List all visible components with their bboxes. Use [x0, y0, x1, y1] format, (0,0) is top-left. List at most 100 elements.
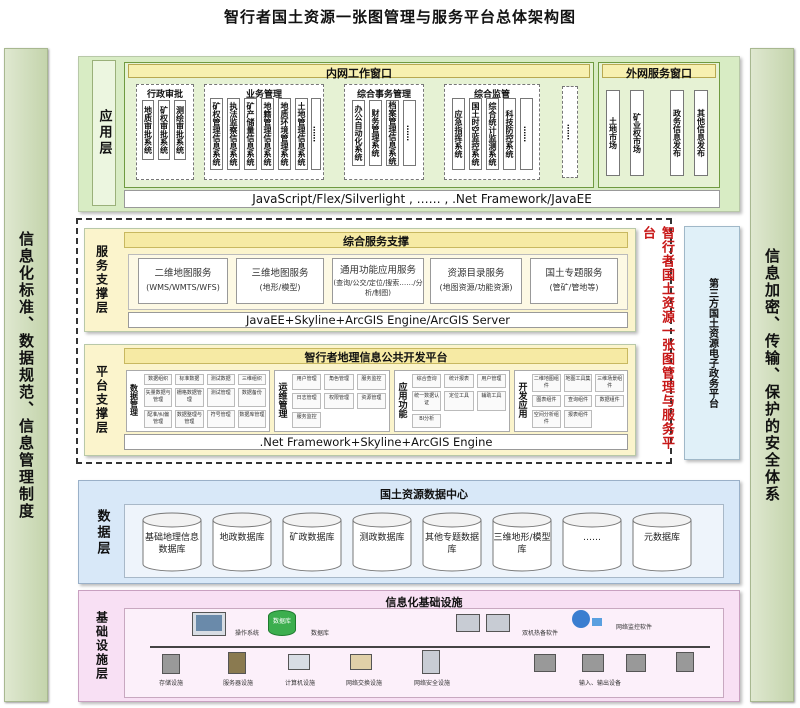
app-system-item[interactable]: 科技防控系统 [503, 98, 516, 170]
app-system-item[interactable]: 国土时空监控系统 [469, 98, 482, 170]
app-system-item[interactable]: 执法监察信息系统 [227, 98, 240, 170]
database-label: 元数据库 [643, 533, 680, 543]
platform-cell[interactable]: 辅助工具 [476, 390, 506, 412]
service-general-functions[interactable]: 通用功能应用服务 (查询/公交/定位/搜索……/分析/制图) [332, 258, 424, 304]
platform-cell[interactable]: 二维地图组件 [532, 374, 561, 393]
database-label: 矿政数据库 [289, 533, 335, 543]
computer-icon [288, 654, 310, 670]
platform-cell[interactable]: BI分析 [412, 414, 442, 428]
platform-cell[interactable]: 测试数据 [206, 374, 235, 386]
network-bus-line [150, 646, 710, 648]
service-3d-map[interactable]: 三维地图服务 (地形/模型) [236, 258, 324, 304]
screen-icon [196, 615, 222, 631]
platform-cell[interactable]: 数据组件 [595, 395, 624, 407]
app-system-more: …… [403, 100, 416, 166]
platform-cell[interactable]: 综合查询 [412, 374, 442, 388]
infra-ha-label: 双机热备软件 [521, 630, 558, 637]
platform-cell[interactable]: 查询组件 [563, 395, 593, 407]
database-cylinder[interactable]: 测政数据库 [352, 512, 412, 572]
left-standards-bar: 信息化标准、数据规范、信息管理制度 [4, 48, 48, 702]
database-cylinder[interactable]: 元数据库 [632, 512, 692, 572]
app-system-item[interactable]: 矿权管理信息系统 [210, 98, 223, 170]
app-system-item[interactable]: 应急指挥系统 [452, 98, 465, 170]
app-system-item[interactable]: 综合统计监测系统 [486, 98, 499, 170]
server-tower-icon [228, 652, 246, 674]
app-system-more: …… [520, 98, 533, 170]
platform-cell[interactable]: 数据组织 [144, 374, 173, 386]
firewall-icon [422, 650, 440, 674]
platform-cell[interactable]: 报表组件 [563, 409, 593, 428]
infra-storage-label: 存储设施 [158, 680, 183, 687]
platform-cell[interactable]: 用户管理 [476, 374, 506, 388]
platform-cell[interactable]: 标准数据 [175, 374, 204, 386]
platform-cell[interactable]: 三维场景组件 [595, 374, 624, 393]
app-system-item[interactable]: 地质审批系统 [142, 100, 154, 160]
app-group-title: 业务管理 [245, 90, 282, 100]
extranet-title: 外网服务窗口 [602, 64, 716, 80]
extranet-item-mining-market[interactable]: 矿业权市场 [630, 90, 644, 176]
service-resource-catalog[interactable]: 资源目录服务 (地图资源/功能资源) [430, 258, 522, 304]
platform-cell[interactable]: 配准/纠偏管理 [144, 409, 173, 428]
platform-cell[interactable]: 统一数据认证 [412, 390, 442, 412]
platform-cell[interactable]: 数据库管理 [237, 409, 266, 428]
app-system-item[interactable]: 矿权审批系统 [158, 100, 170, 160]
platform-cell[interactable]: 权限管理 [324, 393, 354, 409]
service-land-thematic[interactable]: 国土专题服务 (管矿/管地等) [530, 258, 618, 304]
platform-cell[interactable]: 地图工具集 [563, 374, 593, 393]
service-2d-map[interactable]: 二维地图服务 (WMS/WMTS/WFS) [138, 258, 228, 304]
app-system-item[interactable]: 测绘审批系统 [174, 100, 186, 160]
platform-cell[interactable]: 数据整理与管理 [175, 409, 204, 428]
service-tech-bar: JavaEE+Skyline+ArcGIS Engine/ArcGIS Serv… [128, 312, 628, 328]
app-system-item[interactable]: 办公自动化系统 [352, 100, 365, 166]
platform-cell[interactable]: 用户管理 [292, 374, 322, 390]
app-system-item[interactable]: 地籍管理信息系统 [261, 98, 274, 170]
app-system-item[interactable]: 土地管理信息系统 [295, 98, 308, 170]
camera-icon [676, 652, 694, 672]
extranet-item-other-info[interactable]: 其他信息发布 [694, 90, 708, 176]
platform-cell[interactable]: 服务监控 [356, 374, 386, 390]
app-system-item[interactable]: 矿产储量信息系统 [244, 98, 257, 170]
infra-computer-label: 计算机设施 [284, 680, 315, 687]
app-system-item[interactable]: 地质环境管理系统 [278, 98, 291, 170]
infra-layer-label: 基础设施层 [94, 611, 109, 681]
database-label: 三维地形/模型库 [493, 533, 551, 555]
database-cylinder[interactable]: 地政数据库 [212, 512, 272, 572]
infra-db-label: 数据库 [310, 630, 329, 637]
platform-cell[interactable]: 三维组织 [237, 374, 266, 386]
platform-cell[interactable]: 定位工具 [444, 390, 474, 412]
printer-icon [534, 654, 556, 672]
platform-cell[interactable]: 图表组件 [532, 395, 561, 407]
platform-cell[interactable]: 栅格数据管理 [175, 388, 204, 407]
storage-icon [162, 654, 180, 674]
platform-cell-grid: 用户管理 角色管理 服务监控 日志管理 权限管理 资源管理 服务监控 [292, 374, 386, 428]
app-system-item[interactable]: 档案管理信息系统 [386, 100, 399, 166]
network-node-icon [592, 618, 602, 626]
service-layer-label: 服务支撑层 [94, 245, 109, 315]
platform-cell[interactable]: 测试管理 [206, 388, 235, 407]
platform-cell[interactable]: 空间分析组件 [532, 409, 561, 428]
third-party-egov-box: 第三方国土资源电子政务平台 [684, 226, 740, 460]
platform-layer-title: 智行者地理信息公共开发平台 [124, 348, 628, 364]
database-cylinder[interactable]: 三维地形/模型库 [492, 512, 552, 572]
platform-cell[interactable]: 服务监控 [292, 412, 322, 428]
app-tech-bar: JavaScript/Flex/Silverlight , …… , .Net … [124, 190, 720, 208]
intranet-title: 内网工作窗口 [128, 64, 590, 80]
database-cylinder[interactable]: 其他专题数据库 [422, 512, 482, 572]
app-system-more: …… [311, 98, 321, 170]
database-cylinder[interactable]: 基础地理信息数据库 [142, 512, 202, 572]
platform-cell[interactable]: 日志管理 [292, 393, 322, 409]
platform-cell[interactable]: 符号管理 [206, 409, 235, 428]
database-label: 地政数据库 [219, 533, 265, 543]
platform-cell[interactable]: 资源管理 [356, 393, 386, 409]
app-system-item[interactable]: 财务管理系统 [369, 100, 382, 166]
extranet-item-land-market[interactable]: 土地市场 [606, 90, 620, 176]
database-label: 测政数据库 [359, 533, 405, 543]
app-group-title: 综合事务管理 [356, 90, 411, 100]
platform-cell[interactable]: 角色管理 [324, 374, 354, 390]
extranet-item-gov-info[interactable]: 政务信息发布 [670, 90, 684, 176]
database-cylinder[interactable]: 矿政数据库 [282, 512, 342, 572]
platform-cell[interactable]: 统计报表 [444, 374, 474, 388]
platform-cell[interactable]: 数据备份 [237, 388, 266, 407]
platform-cell[interactable]: 矢量数据与管理 [144, 388, 173, 407]
database-cylinder[interactable]: …… [562, 512, 622, 572]
